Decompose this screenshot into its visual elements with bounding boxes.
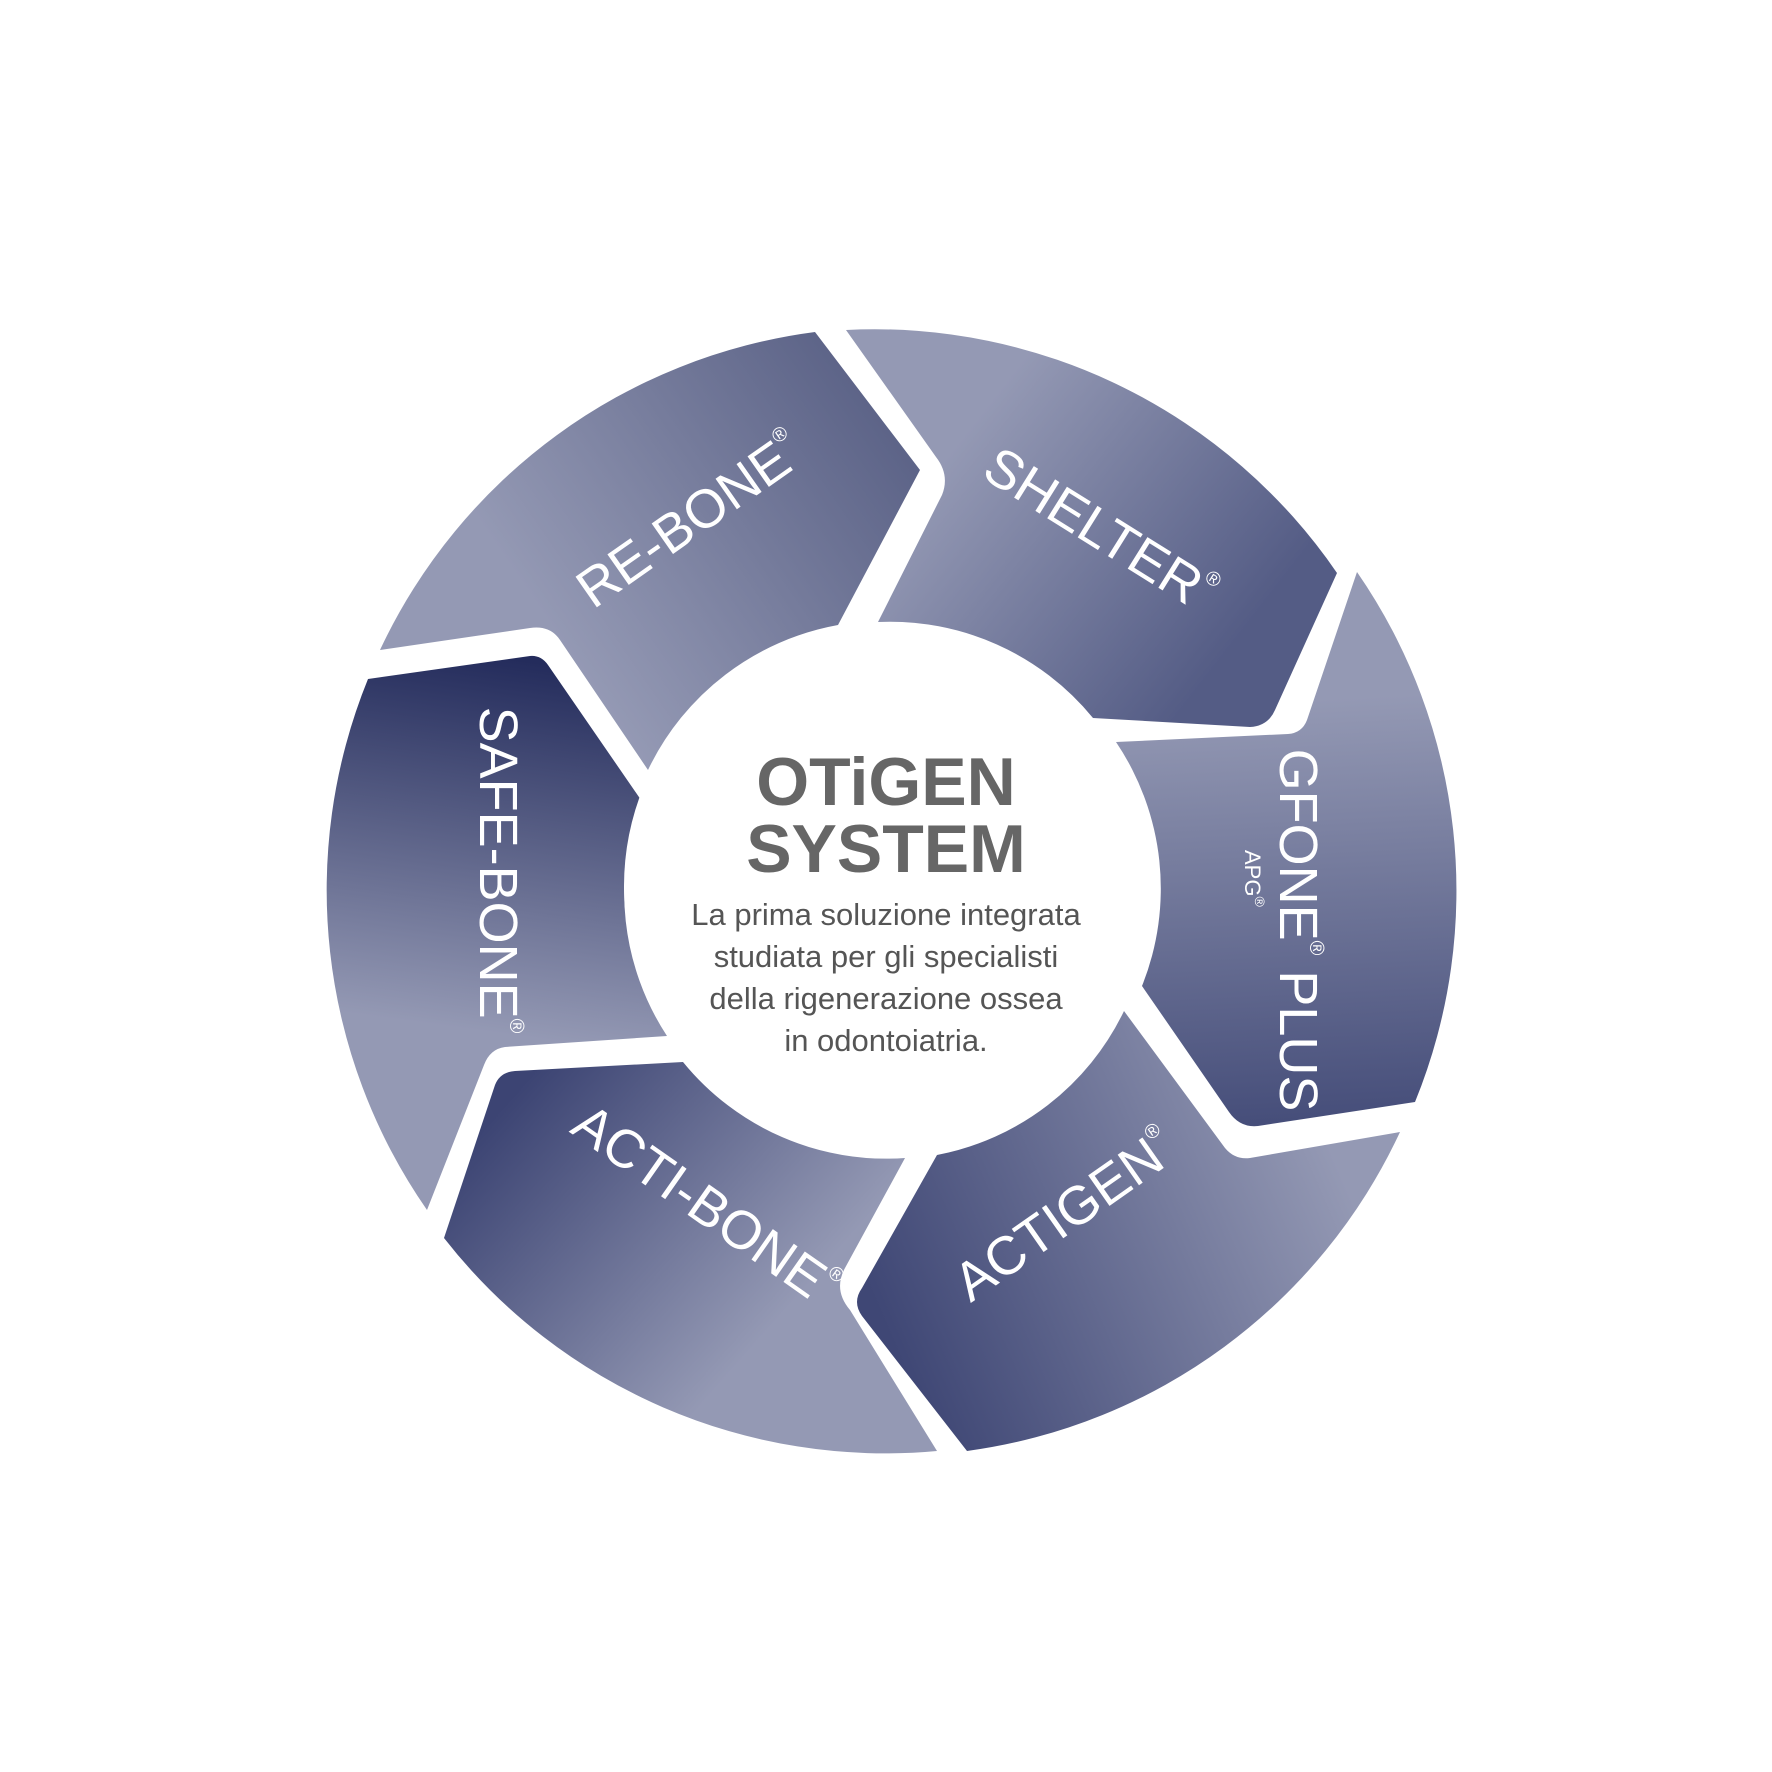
label-gfone-plus: GFONE® PLUS APG® (1240, 749, 1328, 1112)
reg-mark: ® (1305, 941, 1327, 956)
svg-text:SAFE-BONE®: SAFE-BONE® (468, 707, 528, 1034)
segment-acti-bone (444, 1062, 937, 1454)
segment-safe-bone (326, 655, 667, 1210)
segment-actigen (857, 1011, 1400, 1451)
label-apg: APG® (1240, 850, 1268, 907)
label-plus-text: PLUS (1268, 955, 1328, 1111)
center-circle (624, 624, 1148, 1148)
center-desc-line2: studiata per gli specialisti (714, 939, 1059, 974)
center-desc-line4: in odontoiatria. (784, 1023, 987, 1058)
label-safe-bone: SAFE-BONE® (468, 707, 528, 1034)
center-title-line2: SYSTEM (746, 811, 1026, 887)
segment-shelter (846, 329, 1337, 727)
label-safe-bone-text: SAFE-BONE (468, 707, 528, 1019)
center-desc-line3: della rigenerazione ossea (709, 981, 1063, 1016)
reg-mark: ® (505, 1019, 527, 1034)
center-desc-line1: La prima soluzione integrata (691, 897, 1081, 932)
center-title-line1: OTiGEN (756, 744, 1015, 820)
svg-text:GFONE® PLUS: GFONE® PLUS (1268, 749, 1328, 1112)
segment-gfone-plus (1116, 572, 1457, 1127)
segment-re-bone (380, 332, 920, 770)
label-gfone-text: GFONE (1268, 749, 1328, 941)
